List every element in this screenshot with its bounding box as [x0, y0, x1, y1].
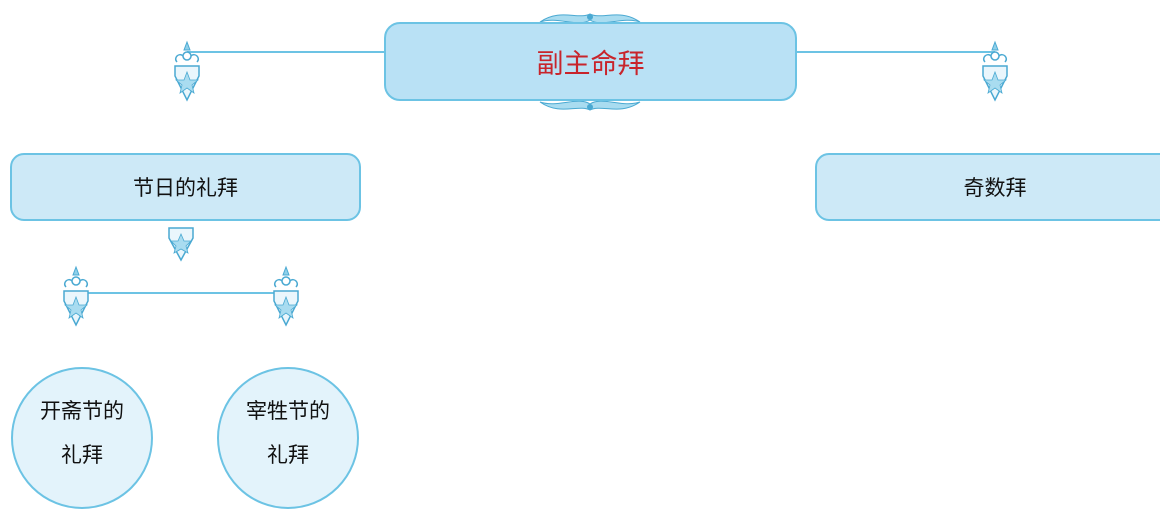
diagram-canvas: 副主命拜 节日的礼拜 奇数拜 开斋节的 礼拜 宰牲节的 礼拜 — [10, 13, 1160, 509]
ornament-pin-icon — [174, 41, 200, 101]
branch-node-witr-prayer: 奇数拜 — [815, 153, 1160, 221]
ornament-pin-icon — [168, 227, 194, 261]
leaf-label-line2: 礼拜 — [267, 443, 309, 467]
ornament-pin-icon — [63, 266, 89, 326]
ornament-pin-icon — [982, 41, 1008, 101]
leaf-label-line1: 宰牲节的 — [246, 399, 330, 423]
leaf-node-eid-al-fitr: 开斋节的 礼拜 — [11, 367, 153, 509]
ornament-pin-icon — [273, 266, 299, 326]
leaf-label-line1: 开斋节的 — [40, 399, 124, 423]
ornament-flourish-icon — [539, 100, 641, 111]
leaf-label-line2: 礼拜 — [61, 443, 103, 467]
branch-node-festival-prayer: 节日的礼拜 — [10, 153, 361, 221]
root-node: 副主命拜 — [384, 22, 797, 101]
leaf-node-eid-al-adha: 宰牲节的 礼拜 — [217, 367, 359, 509]
